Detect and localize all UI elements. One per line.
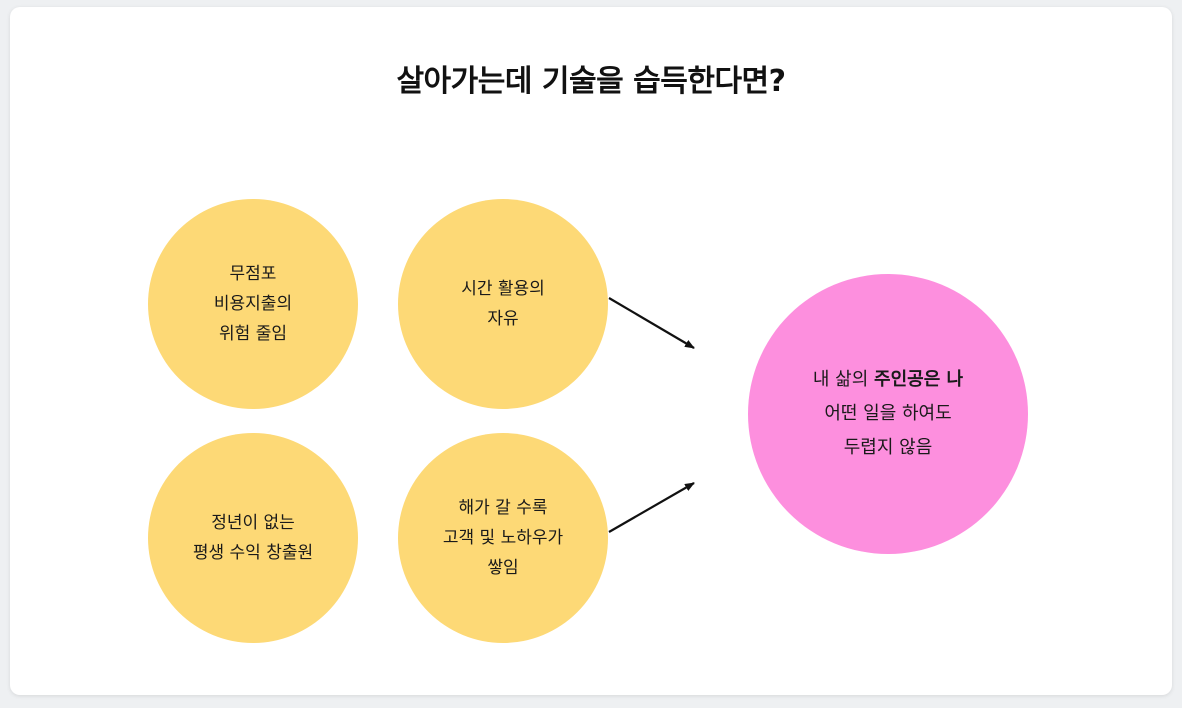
result-line-1: 내 삶의 주인공은 나 (813, 363, 963, 397)
benefit-text-line: 비용지출의 (213, 294, 293, 314)
benefit-circle-customer-knowhow: 해가 갈 수록 고객 및 노하우가 쌓임 (398, 433, 608, 643)
result-line-2: 어떤 일을 하여도 (824, 403, 952, 424)
benefit-circle-time-freedom: 시간 활용의 자유 (398, 199, 608, 409)
benefit-text-line: 시간 활용의 (461, 279, 545, 299)
benefit-text-line: 쌓임 (487, 558, 519, 578)
result-circle: 내 삶의 주인공은 나 어떤 일을 하여도 두렵지 않음 (748, 274, 1028, 554)
result-line-3: 두렵지 않음 (843, 437, 933, 458)
benefit-text-line: 고객 및 노하우가 (442, 528, 564, 548)
benefit-text-line: 해가 갈 수록 (458, 498, 548, 518)
benefit-text-line: 위험 줄임 (219, 324, 287, 344)
result-line-1-bold: 주인공은 나 (874, 369, 964, 390)
benefit-text-line: 평생 수익 창출원 (192, 543, 314, 563)
benefit-text-line: 정년이 없는 (211, 513, 295, 533)
diagram-title: 살아가는데 기술을 습득한다면? (396, 64, 786, 99)
benefit-text-line: 자유 (487, 309, 519, 329)
benefit-circle-no-store: 무점포 비용지출의 위험 줄임 (148, 199, 358, 409)
benefit-circle-lifetime-income: 정년이 없는 평생 수익 창출원 (148, 433, 358, 643)
benefit-text-line: 무점포 (229, 264, 277, 284)
result-line-1-normal: 내 삶의 (812, 369, 875, 390)
